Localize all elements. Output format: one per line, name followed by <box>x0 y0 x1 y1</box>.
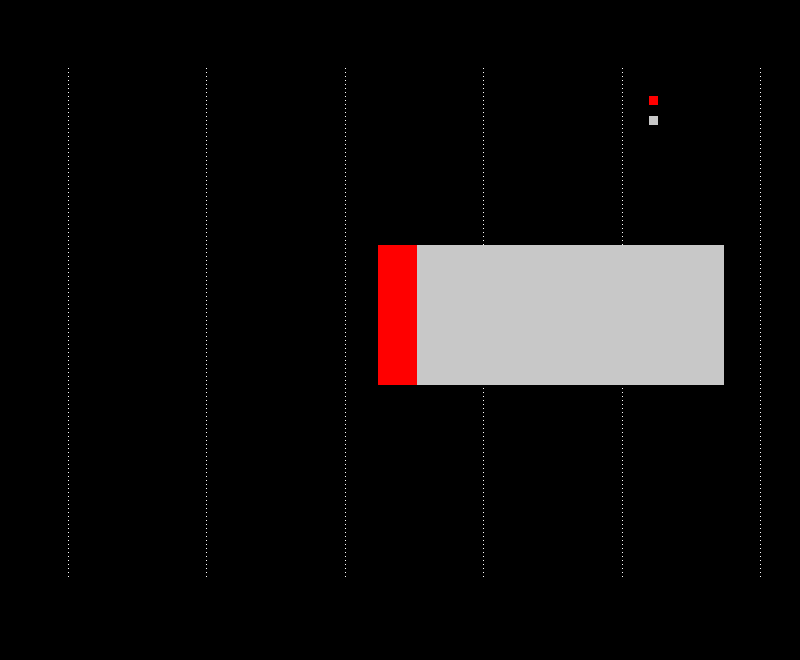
bar-segment-gray <box>416 245 724 385</box>
gridline <box>206 68 208 578</box>
legend-swatch-red <box>649 96 658 105</box>
legend-swatch-gray <box>649 116 658 125</box>
bar-segment-red <box>378 245 417 385</box>
gridline <box>344 68 346 578</box>
gridline <box>760 68 761 578</box>
gridline <box>68 68 69 578</box>
